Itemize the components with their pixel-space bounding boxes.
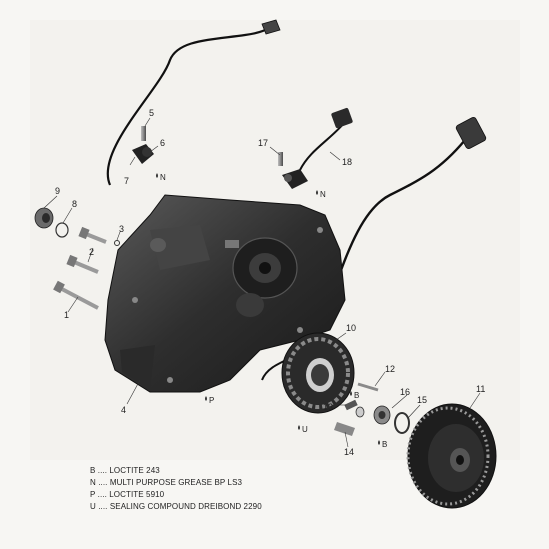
callout-12: 12 [385,364,395,374]
bolt-17 [278,152,283,166]
callout-7: 7 [124,176,129,186]
callout-8: 8 [72,199,77,209]
callout-15: 15 [417,395,427,405]
legend-text: SEALING COMPOUND DREIBOND 2290 [109,502,262,511]
callout-5: 5 [149,108,154,118]
callout-numbers: 1 2 3 4 5 6 7 8 9 10 11 12 13 14 15 16 1… [55,108,485,457]
legend-code: U [90,502,96,511]
harness-connector-right [455,117,487,149]
droplet-icon: U [298,425,308,434]
bolt-2 [66,254,99,274]
callout-6: 6 [160,138,165,148]
woodruff-key-13 [344,399,358,411]
stator [281,332,355,414]
legend-row-n: N .... MULTI PURPOSE GREASE BP LS3 [90,478,243,487]
symbol-p-housing: P [209,396,214,405]
droplet-icon: B [350,391,359,400]
screw-12 [357,382,379,392]
magneto-housing-cover [104,194,346,393]
callout-17: 17 [258,138,268,148]
droplet-icon: N [316,190,326,199]
washer-3 [114,240,120,246]
droplet-icon: N [156,173,166,182]
legend-row-p: P .... LOCTITE 5910 [90,490,165,499]
droplet-icon: B [378,440,387,449]
bolt-upper [78,226,107,244]
legend-code: N [90,478,96,487]
material-symbols: N N P U B B [156,173,387,449]
legend-text: LOCTITE 5910 [109,490,165,499]
callout-2: 2 [89,247,94,257]
legend: B .... LOCTITE 243 N .... MULTI PURPOSE … [90,465,262,513]
callout-18: 18 [342,157,352,167]
callout-13: 13 [323,402,333,412]
sensor-harness-left [106,19,281,186]
bolt-5 [141,126,146,141]
o-ring-8 [55,222,69,238]
bolt-1 [53,280,99,310]
callout-4: 4 [121,405,126,415]
plug-9 [34,207,54,229]
washer-14 [334,422,355,436]
legend-text: MULTI PURPOSE GREASE BP LS3 [109,478,243,487]
legend-row-u: U .... SEALING COMPOUND DREIBOND 2290 [90,502,262,511]
callout-11: 11 [476,384,485,394]
callout-3: 3 [119,224,124,234]
callout-14: 14 [344,447,354,457]
symbol-n-sensor: N [160,173,166,182]
symbol-b-nut: B [382,440,387,449]
nut-16 [373,405,391,425]
harness-connector-top [261,19,281,35]
callout-16: 16 [400,387,410,397]
rotor-flywheel [406,403,497,509]
legend-row-b: B .... LOCTITE 243 [90,466,160,475]
washer-15 [394,412,410,434]
callout-1: 1 [64,310,69,320]
leader-lines [43,117,481,448]
crank-position-sensor [278,107,353,189]
symbol-b-screw: B [354,391,359,400]
legend-text: LOCTITE 243 [109,466,160,475]
callout-10: 10 [346,323,356,333]
legend-code: B [90,466,96,475]
droplet-icon: P [205,396,214,405]
callout-9: 9 [55,186,60,196]
symbol-u-stator: U [302,425,308,434]
legend-code: P [90,490,96,499]
symbol-n-sensor-18: N [320,190,326,199]
